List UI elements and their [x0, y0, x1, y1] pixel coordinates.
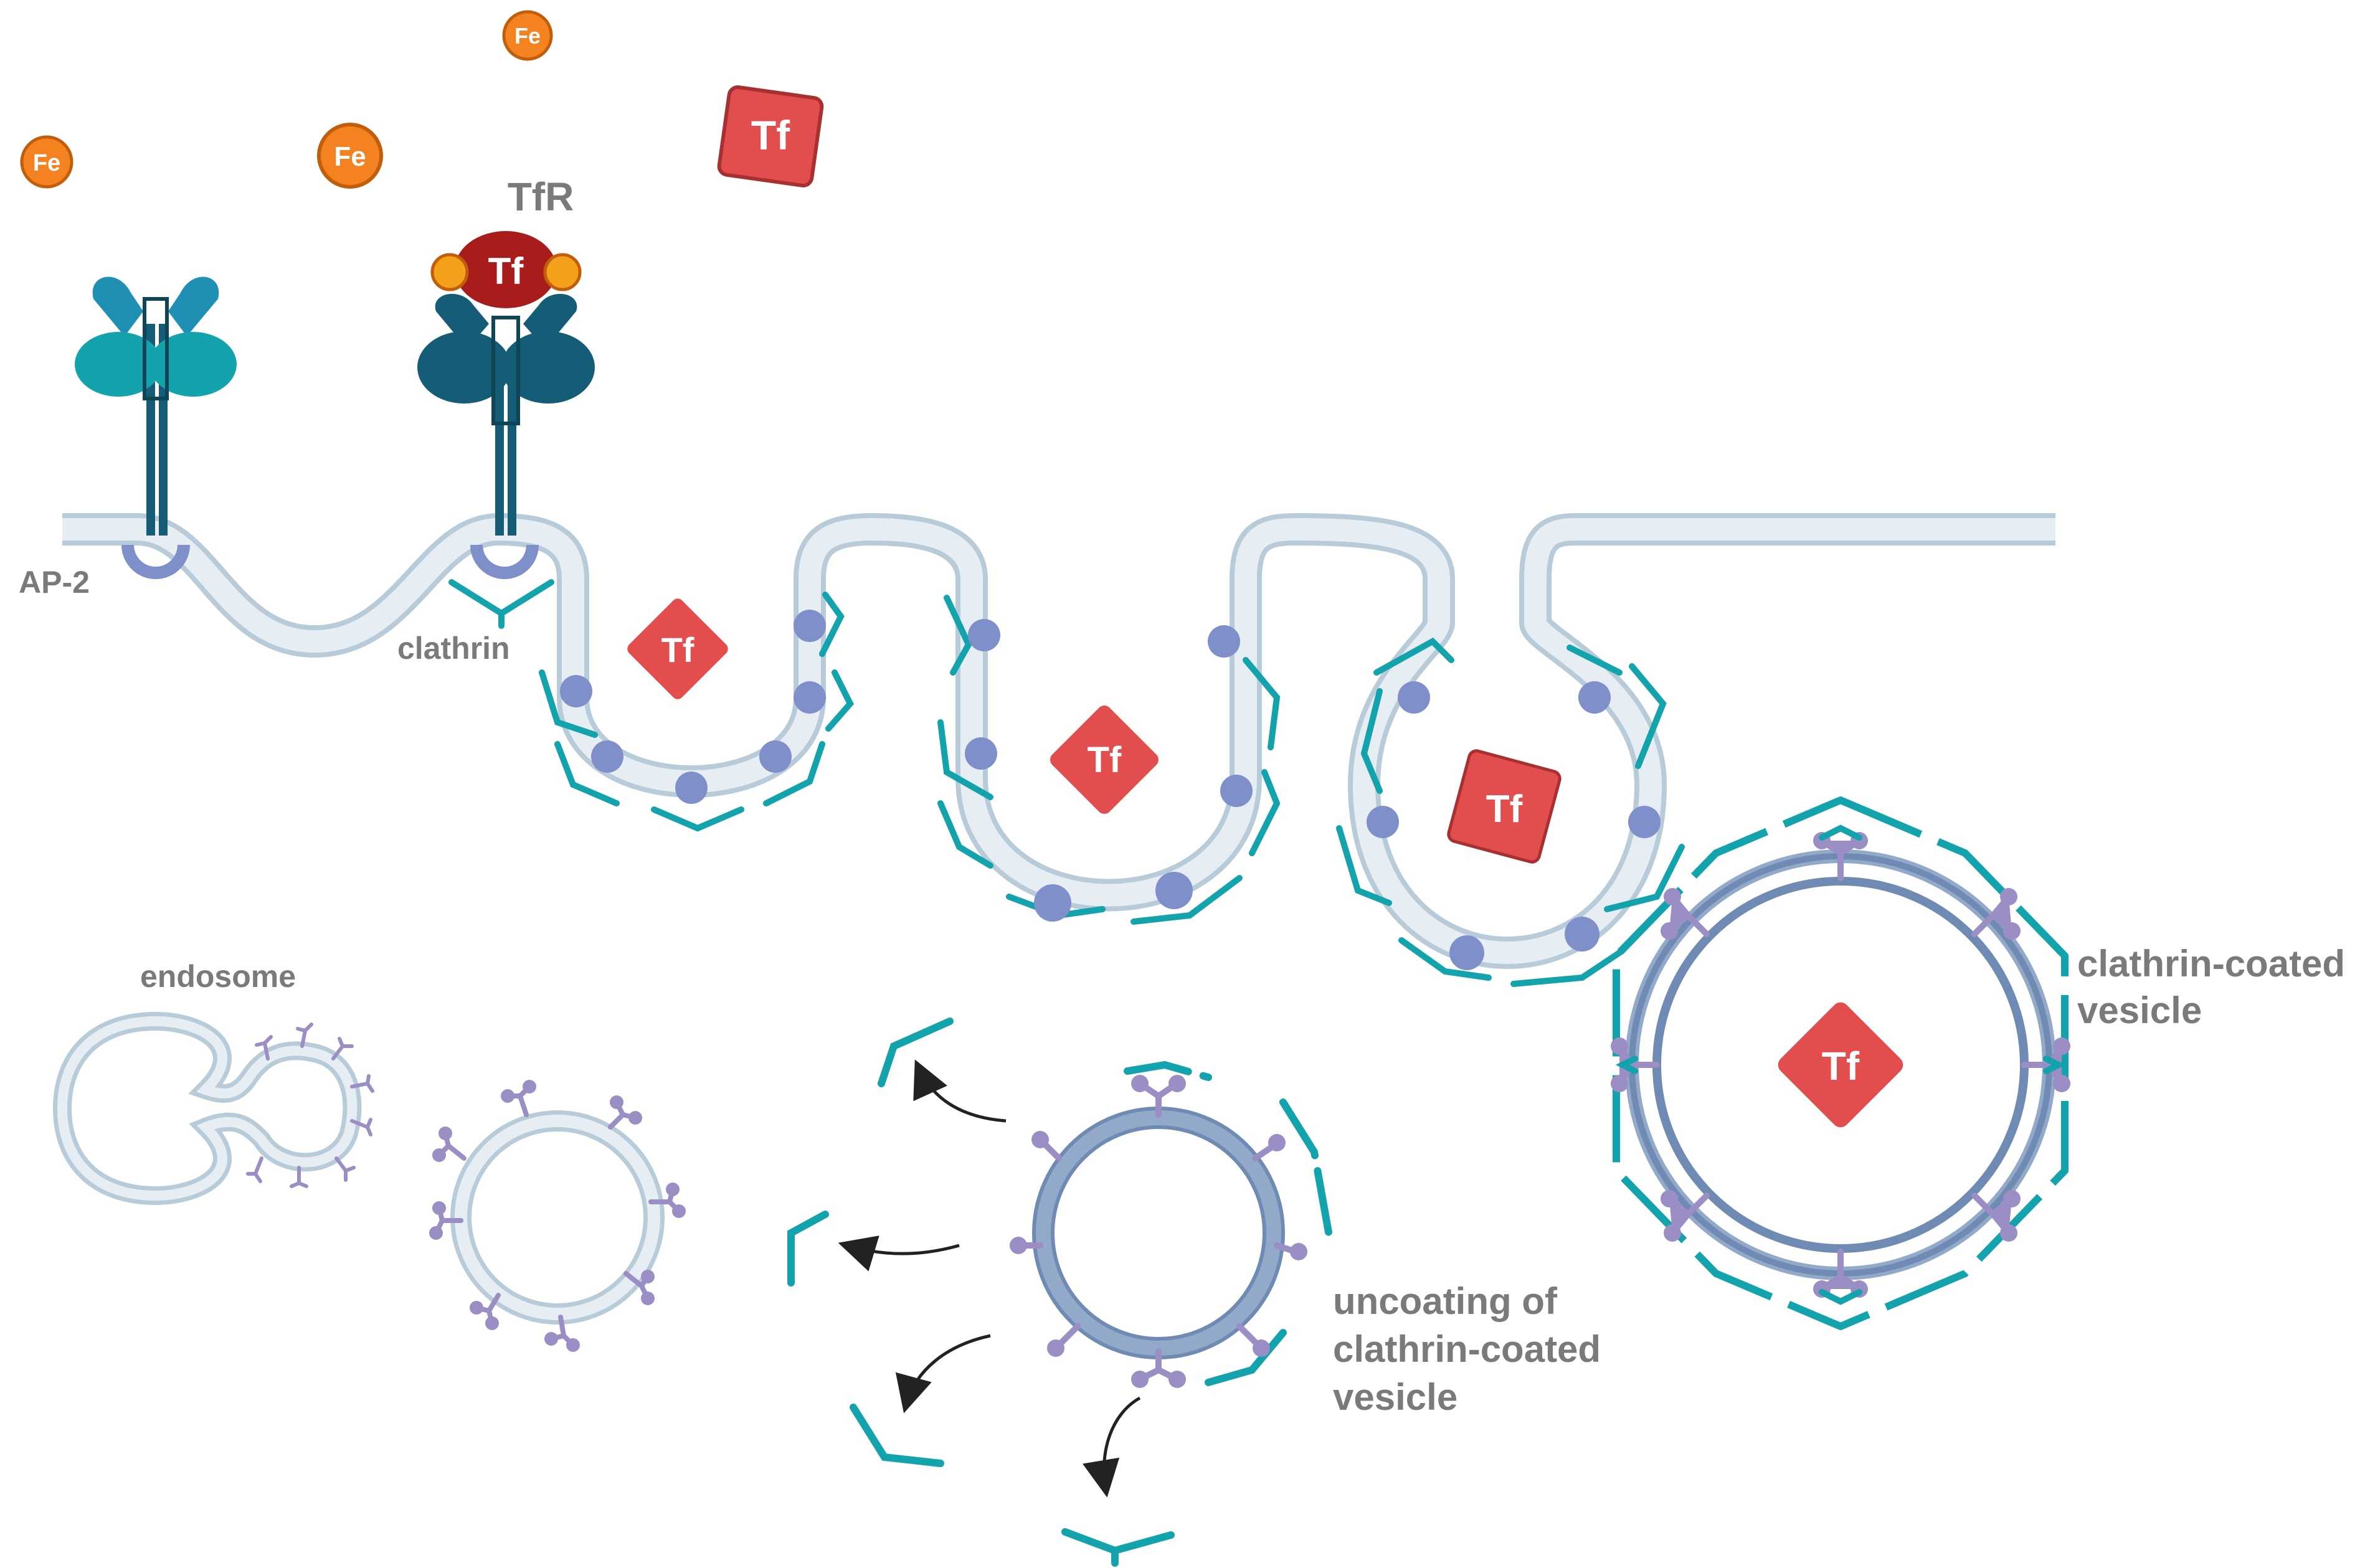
svg-text:uncoating of: uncoating of [1333, 1280, 1558, 1322]
uncoated-vesicle [429, 1080, 686, 1352]
ap2-adaptor [121, 545, 190, 579]
tf-protein: Tf [717, 85, 824, 187]
clathrin-label: clathrin [397, 631, 510, 666]
fe-ion: Fe [20, 135, 73, 189]
ap2-pit-1 [560, 610, 826, 804]
released-clathrin-fragments [787, 1018, 1175, 1567]
uncoating-label: uncoating of clathrin-coated vesicle [1333, 1280, 1601, 1418]
ap2-adaptor [470, 545, 539, 579]
svg-text:Tf: Tf [488, 250, 524, 292]
clathrin-coated-vesicle [1611, 796, 2070, 1330]
tf-protein: Tf [1778, 1002, 1903, 1128]
ap2-label: AP-2 [19, 565, 90, 600]
uncoating-arrows [838, 1059, 1141, 1498]
tfr-label: TfR [508, 174, 574, 219]
ap2-pit-3 [1367, 681, 1661, 970]
clathrin-coat-pit-1 [539, 592, 854, 832]
fe-ion: Fe [502, 10, 553, 61]
clathrin-coat-pit-3 [1336, 637, 1685, 987]
svg-text:clathrin-coated: clathrin-coated [1333, 1328, 1601, 1370]
ap2-pit-2 [965, 619, 1253, 922]
clathrin-coated-vesicle-label: clathrin-coated vesicle [2077, 943, 2345, 1031]
endosome [52, 1011, 374, 1206]
fe-ion: Fe [317, 123, 383, 189]
svg-text:Tf: Tf [1088, 740, 1122, 780]
svg-text:Tf: Tf [751, 112, 790, 158]
uncoating-vesicle [1010, 1060, 1334, 1388]
svg-text:Fe: Fe [514, 23, 541, 49]
clathrin-triskelion [448, 579, 554, 629]
endosome-label: endosome [140, 959, 296, 994]
svg-text:Tf: Tf [1486, 788, 1523, 831]
tf-protein: Tf [627, 598, 728, 699]
tf-protein: Tf [1050, 706, 1159, 814]
clathrin-coat-pit-2 [937, 595, 1281, 925]
transferrin-receptor-bound [417, 293, 595, 536]
svg-text:Tf: Tf [1822, 1044, 1860, 1089]
svg-text:Fe: Fe [334, 141, 366, 172]
tf-protein: Tf [1447, 749, 1562, 864]
svg-text:Fe: Fe [33, 150, 60, 176]
svg-text:vesicle: vesicle [1333, 1376, 1457, 1418]
svg-text:clathrin-coated: clathrin-coated [2077, 943, 2345, 985]
svg-text:vesicle: vesicle [2077, 989, 2202, 1031]
transferrin-bound: Tf [430, 231, 582, 308]
svg-text:Tf: Tf [661, 630, 694, 669]
transferrin-receptor-empty [75, 276, 237, 536]
